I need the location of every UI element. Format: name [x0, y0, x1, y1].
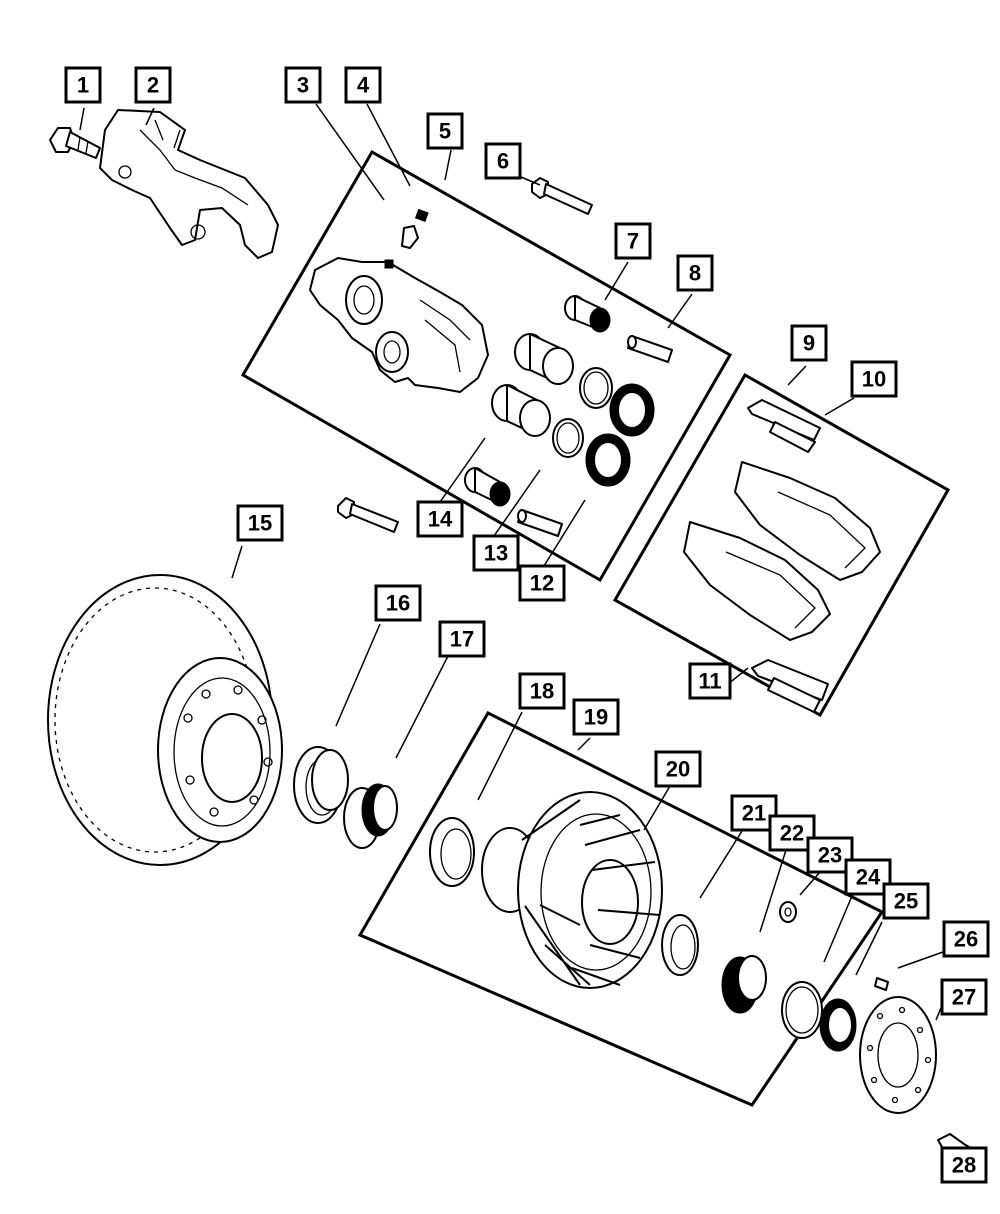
caliper-housing [309, 257, 489, 393]
guide-pin-bolt-lower [337, 497, 399, 533]
guide-pin-bolt [531, 177, 593, 215]
caliper-piston [514, 333, 574, 385]
callout-label: 19 [584, 705, 608, 730]
callout-2: 2 [134, 66, 172, 104]
callout-13: 13 [472, 534, 520, 572]
callout-label: 3 [297, 73, 309, 98]
spindle-nut [819, 998, 857, 1052]
callout-19: 19 [572, 698, 620, 736]
piston-seal [579, 367, 613, 409]
brake-pad [683, 521, 831, 641]
wheel-hub [481, 791, 663, 989]
callout-label: 11 [698, 669, 721, 694]
callout-16: 16 [374, 584, 422, 622]
callout-label: 25 [894, 889, 918, 914]
callout-label: 1 [77, 73, 89, 98]
guide-pin-lower [517, 509, 563, 537]
guide-pin [627, 335, 673, 363]
brake-pad-kit-frame [612, 372, 951, 718]
callout-label: 15 [248, 511, 272, 536]
caliper-piston [491, 384, 551, 437]
callout-20: 20 [654, 750, 702, 788]
tapered-bearing [343, 783, 398, 849]
caliper-bolt [49, 127, 101, 159]
callout-8: 8 [676, 254, 714, 292]
leader-lines [79, 103, 963, 1162]
callout-label: 20 [666, 757, 690, 782]
outer-tapered-bearing [721, 955, 767, 1014]
callout-9: 9 [790, 324, 828, 362]
callout-25: 25 [882, 882, 930, 920]
callout-label: 28 [952, 1153, 976, 1178]
callout-label: 16 [386, 591, 410, 616]
callout-3: 3 [284, 66, 322, 104]
callout-label: 7 [627, 229, 639, 254]
pad-shim [751, 659, 829, 713]
callout-22: 22 [768, 814, 816, 852]
callout-14: 14 [416, 500, 464, 538]
callout-15: 15 [236, 504, 284, 542]
hub-bearing-race [429, 817, 475, 887]
bleeder-screw [401, 208, 429, 249]
callout-label: 14 [428, 507, 453, 532]
callout-7: 7 [614, 222, 652, 260]
pad-shim [747, 399, 821, 453]
callout-21: 21 [730, 794, 778, 832]
callout-label: 10 [862, 367, 886, 392]
callout-label: 23 [818, 843, 842, 868]
caliper-kit-frame [240, 149, 733, 583]
caliper-anchor-bracket [99, 109, 279, 259]
bearing-race [293, 746, 349, 824]
dust-boot [585, 433, 631, 487]
callout-26: 26 [942, 920, 990, 958]
callout-label: 6 [497, 149, 509, 174]
callout-4: 4 [344, 66, 382, 104]
piston-seal [552, 418, 584, 458]
callout-17: 17 [438, 620, 486, 658]
callout-label: 27 [952, 985, 976, 1010]
callout-label: 26 [954, 927, 978, 952]
callout-label: 17 [450, 627, 474, 652]
hub-gasket [859, 996, 937, 1114]
callout-label: 18 [530, 679, 554, 704]
callout-label: 21 [742, 801, 766, 826]
callout-27: 27 [940, 978, 988, 1016]
callout-label: 2 [147, 73, 159, 98]
callout-12: 12 [518, 564, 566, 602]
nut-key [874, 977, 889, 991]
callout-28: 28 [940, 1146, 988, 1184]
callout-5: 5 [426, 112, 464, 150]
outer-bearing-race [661, 914, 699, 976]
callout-6: 6 [484, 142, 522, 180]
callout-label: 5 [439, 119, 451, 144]
callout-label: 12 [530, 571, 554, 596]
thrust-washer [779, 901, 797, 923]
callout-1: 1 [64, 66, 102, 104]
callout-18: 18 [518, 672, 566, 710]
snap-ring [781, 981, 823, 1039]
callout-label: 22 [780, 821, 804, 846]
brake-pad [734, 461, 881, 581]
callout-label: 9 [803, 331, 815, 356]
callout-label: 24 [856, 865, 881, 890]
callout-label: 13 [484, 541, 508, 566]
callout-24: 24 [844, 858, 892, 896]
hub-kit-frame [357, 711, 885, 1107]
callout-10: 10 [850, 360, 898, 398]
callout-11: 11 [688, 662, 732, 700]
guide-sleeve [564, 295, 611, 333]
brake-rotor [47, 574, 283, 866]
guide-sleeve-lower [464, 467, 511, 507]
callout-label: 8 [689, 261, 701, 286]
dust-boot [609, 383, 655, 437]
callout-label: 4 [357, 73, 370, 98]
